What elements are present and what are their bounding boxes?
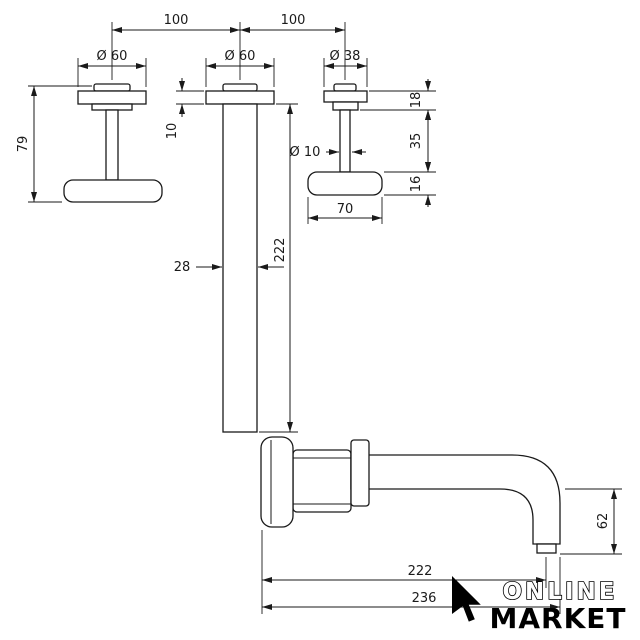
dim-right-stem-length: 35 <box>384 110 436 173</box>
dim-flange-thickness: 10 <box>165 78 204 139</box>
watermark-line1: ONLINE <box>503 579 618 605</box>
spout-tube <box>350 454 561 545</box>
left-handle-bar <box>63 179 163 203</box>
dim-handle-left-dia: Ø 60 <box>77 49 147 87</box>
dim-label-handle-right-dia: Ø 38 <box>330 49 361 64</box>
dim-right-stem-dia: Ø 10 <box>290 145 366 160</box>
dim-label-pipe-length: 222 <box>273 238 288 263</box>
dim-label-right-stem-dia: Ø 10 <box>290 145 321 160</box>
dim-label-handle-left-dia: Ø 60 <box>97 49 128 64</box>
spout-side-view <box>260 436 561 554</box>
dim-label-spout-total-reach: 236 <box>412 591 437 606</box>
dim-right-handle-width: 70 <box>307 197 383 224</box>
right-handle-bar <box>307 171 383 196</box>
dim-label-spout-drop: 62 <box>596 513 611 530</box>
dim-right-bar-thickness: 16 <box>384 160 436 207</box>
dim-handle-height: 79 <box>16 85 92 203</box>
left-handle-view <box>63 83 163 203</box>
dim-label-right-bar-thickness: 16 <box>409 176 424 193</box>
wall-rosette <box>260 436 294 528</box>
dim-span-right: 100 <box>240 13 346 80</box>
right-handle-flange <box>323 90 368 103</box>
dim-label-spout-flange-dia: Ø 60 <box>225 49 256 64</box>
right-handle-stem <box>339 109 351 173</box>
right-handle-view <box>307 83 383 196</box>
dim-pipe-width: 28 <box>174 260 284 275</box>
dim-spout-reach: 222 <box>261 530 547 614</box>
dim-spout-drop: 62 <box>560 488 622 555</box>
dim-label-flange-thickness: 10 <box>165 123 180 140</box>
spout-body-flange <box>350 439 370 507</box>
spout-flange <box>205 90 275 105</box>
dim-spout-flange-dia: Ø 60 <box>205 49 275 87</box>
dim-label-span-right: 100 <box>281 13 306 28</box>
watermark-line2: MARKET <box>489 602 626 635</box>
dim-label-handle-height: 79 <box>16 136 31 153</box>
dim-label-pipe-width: 28 <box>174 260 191 275</box>
dim-label-right-flange-depth: 18 <box>409 92 424 109</box>
left-handle-flange <box>77 90 147 105</box>
spout-pipe <box>222 103 258 433</box>
watermark: ONLINE MARKET <box>452 576 626 635</box>
left-handle-cap <box>93 83 131 92</box>
dim-label-span-left: 100 <box>164 13 189 28</box>
dim-label-right-stem-length: 35 <box>409 133 424 150</box>
dim-span-left: 100 <box>111 13 241 80</box>
dim-right-flange-depth: 18 <box>360 79 436 122</box>
dim-pipe-length: 222 <box>259 103 298 433</box>
spout-cap <box>222 83 258 92</box>
spout-front-view <box>205 83 275 433</box>
aerator <box>536 543 557 554</box>
left-handle-stem <box>105 109 119 181</box>
dim-handle-right-dia: Ø 38 <box>323 49 368 87</box>
left-handle-flange-base <box>91 103 133 111</box>
cursor-icon <box>452 576 481 622</box>
dim-label-spout-reach: 222 <box>408 564 433 579</box>
right-handle-cap <box>333 83 357 92</box>
dim-label-right-handle-width: 70 <box>337 202 354 217</box>
right-handle-collar <box>332 101 359 111</box>
dim-spout-total-reach: 236 <box>262 557 561 614</box>
spout-sleeve <box>292 449 352 513</box>
